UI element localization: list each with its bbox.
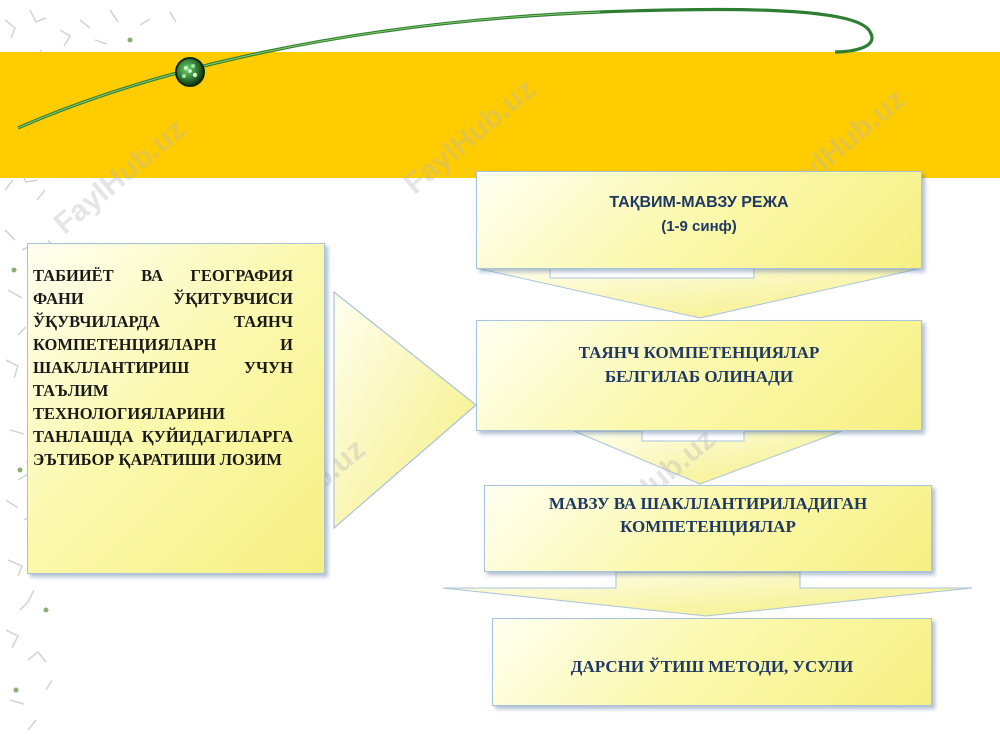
step1-subtitle: (1-9 синф) — [661, 218, 737, 235]
down-arrow-2 — [573, 430, 843, 485]
step3-line1: МАВЗУ ВА ШАКЛЛАНТИРИЛАДИГАН — [548, 494, 868, 513]
step-box-key-competencies — [476, 320, 922, 431]
header-banner — [0, 52, 1000, 178]
big-right-arrow — [333, 290, 477, 530]
step-box-calendar-plan — [476, 171, 922, 269]
globe-icon — [175, 57, 205, 87]
step3-line2: КОМПЕТЕНЦИЯЛАР — [620, 517, 796, 536]
down-arrow-1 — [475, 267, 923, 319]
step-box-topic-competencies — [484, 485, 932, 572]
left-box-text: ТАБИИЁТ ВА ГЕОГРАФИЯ ФАНИ ЎҚИТУВЧИСИ ЎҚУ… — [33, 266, 293, 469]
step2-line1: ТАЯНЧ КОМПЕТЕНЦИЯЛАР — [578, 343, 820, 362]
step4-text: ДАРСНИ ЎТИШ МЕТОДИ, УСУЛИ — [570, 657, 854, 676]
step2-line2: БЕЛГИЛАБ ОЛИНАДИ — [604, 367, 794, 386]
step1-title: ТАҚВИМ-МАВЗУ РЕЖА — [609, 194, 789, 211]
down-arrow-3 — [442, 571, 973, 617]
step-box-lesson-method — [492, 618, 932, 706]
left-text-box — [27, 243, 325, 574]
